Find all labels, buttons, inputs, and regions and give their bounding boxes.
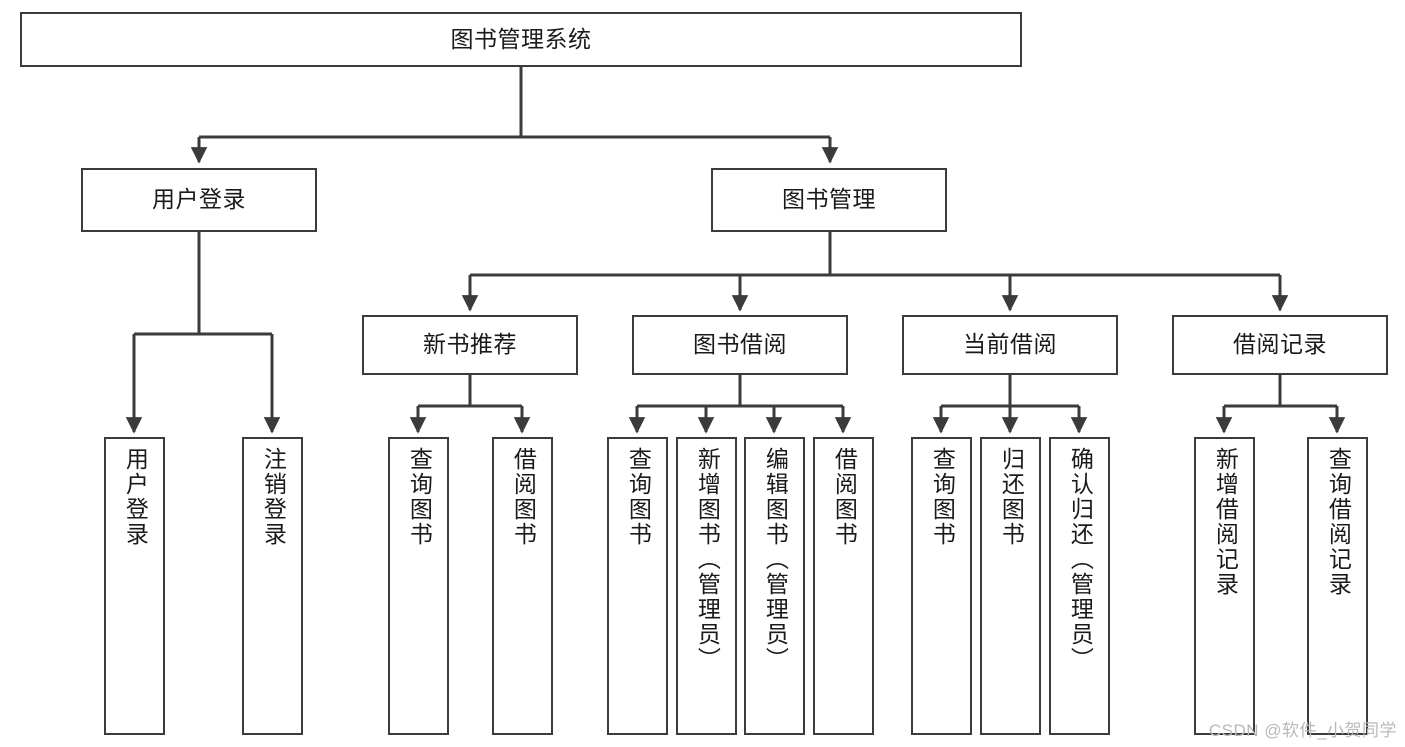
node-borrow-record[interactable]: 借阅记录 xyxy=(1172,315,1388,375)
node-root-label: 图书管理系统 xyxy=(450,25,592,52)
leaf-user-login-signin[interactable]: 用户登录 xyxy=(104,437,165,735)
node-book-management[interactable]: 图书管理 xyxy=(711,168,947,232)
leaf-user-login-signout-label: 注销登录 xyxy=(260,447,287,547)
node-new-book-recommend-label: 新书推荐 xyxy=(423,331,517,358)
node-book-borrow-label: 图书借阅 xyxy=(693,331,787,358)
leaf-borrow-record-query-label: 查询借阅记录 xyxy=(1325,447,1352,597)
leaf-current-borrow-return-label: 归还图书 xyxy=(998,447,1025,547)
node-current-borrow-label: 当前借阅 xyxy=(963,331,1057,358)
leaf-current-borrow-query-label: 查询图书 xyxy=(929,447,956,547)
leaf-borrow-record-add-label: 新增借阅记录 xyxy=(1212,447,1239,597)
node-book-management-label: 图书管理 xyxy=(782,186,876,213)
node-root[interactable]: 图书管理系统 xyxy=(20,12,1022,67)
leaf-current-borrow-return[interactable]: 归还图书 xyxy=(980,437,1041,735)
node-current-borrow[interactable]: 当前借阅 xyxy=(902,315,1118,375)
leaf-book-borrow-lend-label: 借阅图书 xyxy=(831,447,858,547)
leaf-book-borrow-query[interactable]: 查询图书 xyxy=(607,437,668,735)
leaf-borrow-record-add[interactable]: 新增借阅记录 xyxy=(1194,437,1255,735)
leaf-borrow-record-query[interactable]: 查询借阅记录 xyxy=(1307,437,1368,735)
node-new-book-recommend[interactable]: 新书推荐 xyxy=(362,315,578,375)
leaf-book-borrow-lend[interactable]: 借阅图书 xyxy=(813,437,874,735)
leaf-book-borrow-edit[interactable]: 编辑图书（管理员） xyxy=(744,437,805,735)
leaf-user-login-signout[interactable]: 注销登录 xyxy=(242,437,303,735)
node-book-borrow[interactable]: 图书借阅 xyxy=(632,315,848,375)
leaf-user-login-signin-label: 用户登录 xyxy=(122,447,149,547)
leaf-new-book-query-label: 查询图书 xyxy=(406,447,433,547)
leaf-current-borrow-query[interactable]: 查询图书 xyxy=(911,437,972,735)
node-user-login[interactable]: 用户登录 xyxy=(81,168,317,232)
node-borrow-record-label: 借阅记录 xyxy=(1233,331,1327,358)
leaf-book-borrow-add-label: 新增图书（管理员） xyxy=(694,447,721,672)
node-user-login-label: 用户登录 xyxy=(152,186,246,213)
leaf-current-borrow-confirm-return[interactable]: 确认归还（管理员） xyxy=(1049,437,1110,735)
leaf-new-book-borrow-label: 借阅图书 xyxy=(510,447,537,547)
leaf-book-borrow-query-label: 查询图书 xyxy=(625,447,652,547)
leaf-current-borrow-confirm-return-label: 确认归还（管理员） xyxy=(1067,447,1094,672)
leaf-new-book-query[interactable]: 查询图书 xyxy=(388,437,449,735)
leaf-new-book-borrow[interactable]: 借阅图书 xyxy=(492,437,553,735)
leaf-book-borrow-add[interactable]: 新增图书（管理员） xyxy=(676,437,737,735)
csdn-watermark: CSDN @软件_小贺同学 xyxy=(1208,721,1397,740)
leaf-book-borrow-edit-label: 编辑图书（管理员） xyxy=(762,447,789,672)
